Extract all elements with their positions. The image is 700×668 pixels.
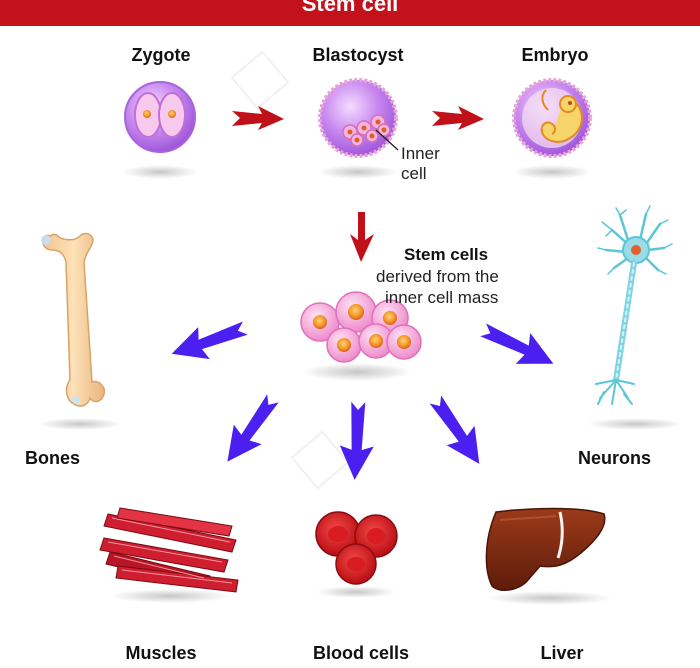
arrow-to-liver	[429, 395, 480, 464]
arrow-blastocyst-to-stem-cells	[350, 212, 374, 262]
inner-cell-note-line1: Inner	[401, 144, 440, 163]
label-blastocyst: Blastocyst	[312, 45, 404, 65]
liver-illustration	[485, 507, 612, 605]
arrow-blastocyst-to-embryo	[432, 106, 484, 130]
watermark	[230, 50, 350, 490]
blue-arrows	[171, 321, 554, 480]
stem-cell-cluster	[300, 291, 422, 381]
arrow-to-muscles	[227, 394, 279, 462]
blastocyst-illustration	[318, 78, 399, 179]
arrow-zygote-to-blastocyst	[232, 106, 284, 130]
inner-cell-pointer	[375, 129, 399, 151]
blood-cells-illustration	[315, 511, 398, 598]
embryo-illustration	[512, 78, 592, 179]
stem-cells-line2: inner cell mass	[385, 288, 499, 307]
label-blood-cells: Blood cells	[312, 643, 410, 663]
arrow-to-neurons	[480, 323, 554, 364]
title-banner: Stem cell	[0, 0, 700, 26]
zygote-illustration	[122, 81, 198, 179]
label-zygote: Zygote	[131, 45, 191, 65]
arrow-to-blood	[339, 401, 374, 480]
stem-cells-heading: Stem cells	[404, 245, 489, 264]
label-liver: Liver	[540, 643, 584, 663]
label-bones: Bones	[25, 448, 81, 468]
page-title: Stem cell	[301, 0, 399, 16]
neuron-illustration	[587, 205, 683, 430]
stem-cells-line1: derived from the	[376, 267, 499, 286]
inner-cell-note: Inner cell	[401, 144, 440, 184]
red-arrows	[232, 106, 484, 262]
arrow-to-bones	[171, 321, 248, 360]
inner-cell-note-line2: cell	[401, 164, 427, 183]
bone-illustration	[38, 232, 122, 430]
label-neurons: Neurons	[578, 448, 652, 468]
label-embryo: Embryo	[521, 45, 589, 65]
label-muscles: Muscles	[125, 643, 197, 663]
muscle-illustration	[99, 507, 239, 603]
